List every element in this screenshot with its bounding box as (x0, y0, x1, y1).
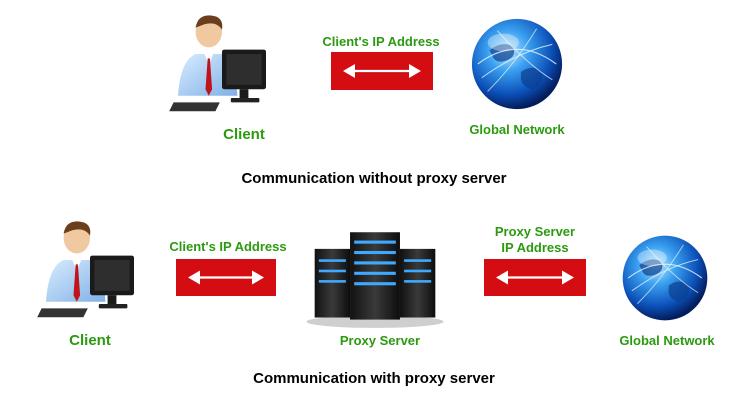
bottom-link1-label: Client's IP Address (169, 239, 287, 254)
top-link-label: Client's IP Address (322, 34, 440, 49)
bottom-double-arrow-1 (176, 259, 276, 296)
double-arrow-icon (176, 259, 276, 296)
globe-network-icon (468, 15, 566, 113)
client-icon (30, 216, 150, 326)
top-client-label: Client (223, 126, 265, 143)
top-double-arrow (331, 52, 433, 90)
bottom-link2-label-line1: Proxy Server (494, 224, 576, 239)
globe-network-icon (619, 232, 711, 324)
double-arrow-icon (484, 259, 586, 296)
bottom-double-arrow-2 (484, 259, 586, 296)
bottom-proxy-label: Proxy Server (339, 333, 421, 348)
bottom-caption: Communication with proxy server (253, 370, 495, 387)
top-caption: Communication without proxy server (241, 170, 507, 187)
bottom-link2-label-line2: IP Address (501, 240, 569, 255)
client-icon (162, 10, 282, 120)
server-rack-icon (300, 226, 450, 330)
double-arrow-icon (331, 52, 433, 90)
top-network-label: Global Network (469, 122, 565, 137)
bottom-client-label: Client (69, 332, 111, 349)
bottom-network-label: Global Network (619, 333, 715, 348)
